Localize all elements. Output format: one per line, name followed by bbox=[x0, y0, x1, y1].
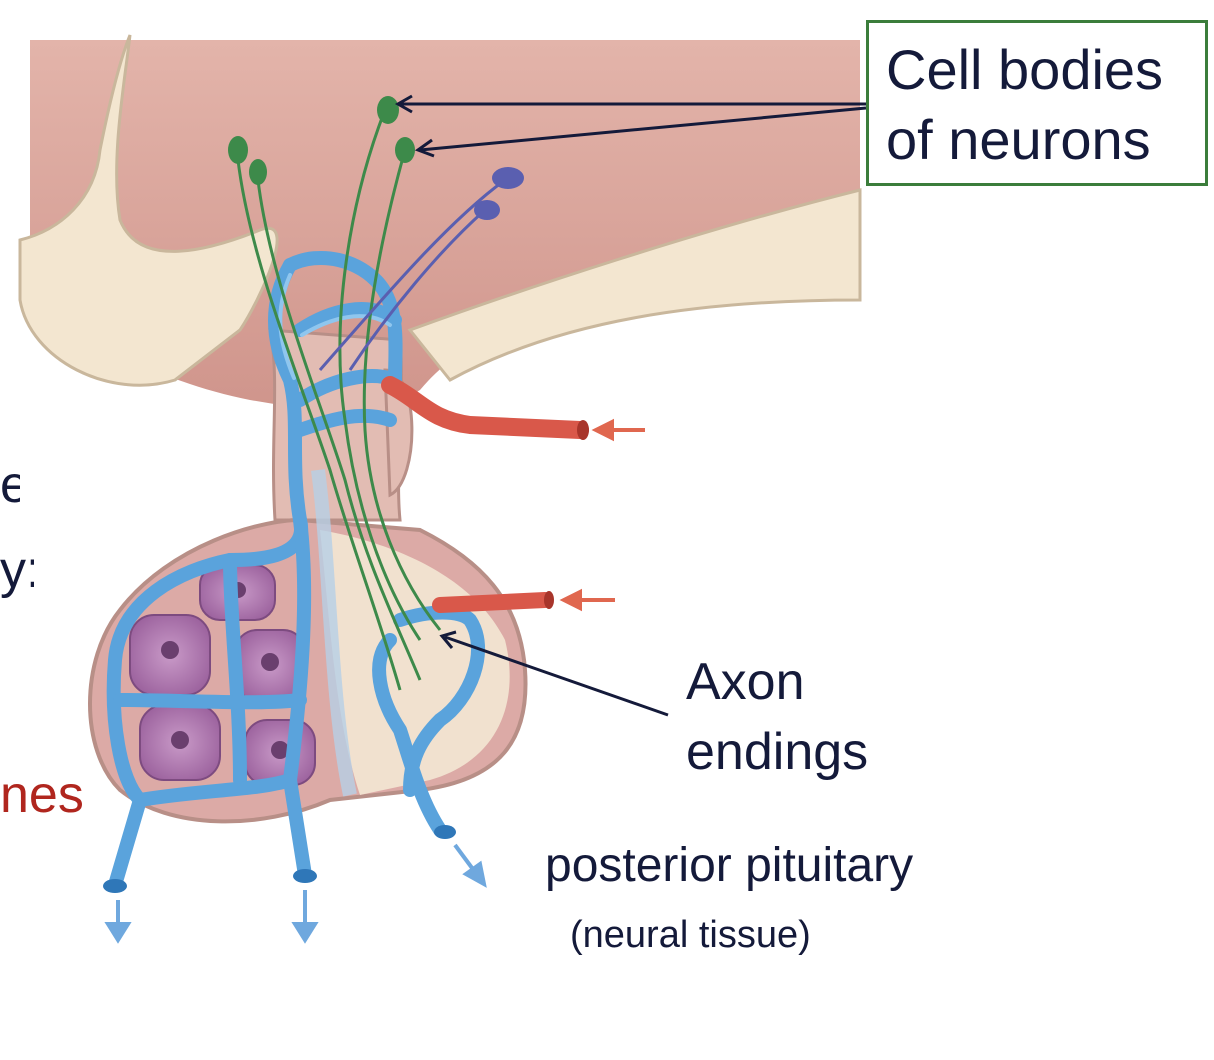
green-neurons bbox=[236, 109, 442, 691]
neuron-somas bbox=[228, 96, 415, 185]
purple-neurons bbox=[318, 178, 506, 371]
leader-lines bbox=[394, 94, 867, 717]
purple-somas bbox=[474, 167, 524, 220]
neural-tissue-label: (neural tissue) bbox=[570, 914, 811, 956]
artery-end-1 bbox=[577, 420, 589, 440]
artery-end-2 bbox=[544, 591, 554, 609]
posterior-pituitary-label: posterior pituitary bbox=[545, 839, 914, 892]
axon-label-line1: Axon bbox=[686, 653, 805, 711]
cell-bodies-label-box bbox=[866, 20, 1208, 186]
axon-label-line2: endings bbox=[686, 723, 869, 781]
clipped-left-text-2: y: bbox=[0, 541, 34, 599]
cell-bodies-label-line2: of neurons bbox=[886, 108, 1151, 171]
outflow-arrows bbox=[104, 843, 487, 944]
bone-right bbox=[407, 188, 862, 382]
vein-end-1 bbox=[103, 879, 127, 893]
clipped-left-red-text: nes bbox=[0, 766, 82, 824]
clipped-left-text-1: e bbox=[0, 456, 20, 514]
anterior-cell-clusters bbox=[129, 564, 316, 786]
cell-bodies-label-line1: Cell bodies bbox=[886, 38, 1164, 101]
arteries bbox=[381, 376, 589, 613]
inflow-arrows bbox=[559, 418, 645, 612]
capillary-network bbox=[106, 251, 485, 892]
vein-end-3 bbox=[434, 825, 456, 839]
midline-band bbox=[311, 469, 357, 797]
sphenoid-bone bbox=[18, 34, 279, 387]
vein-end-2 bbox=[293, 869, 317, 883]
